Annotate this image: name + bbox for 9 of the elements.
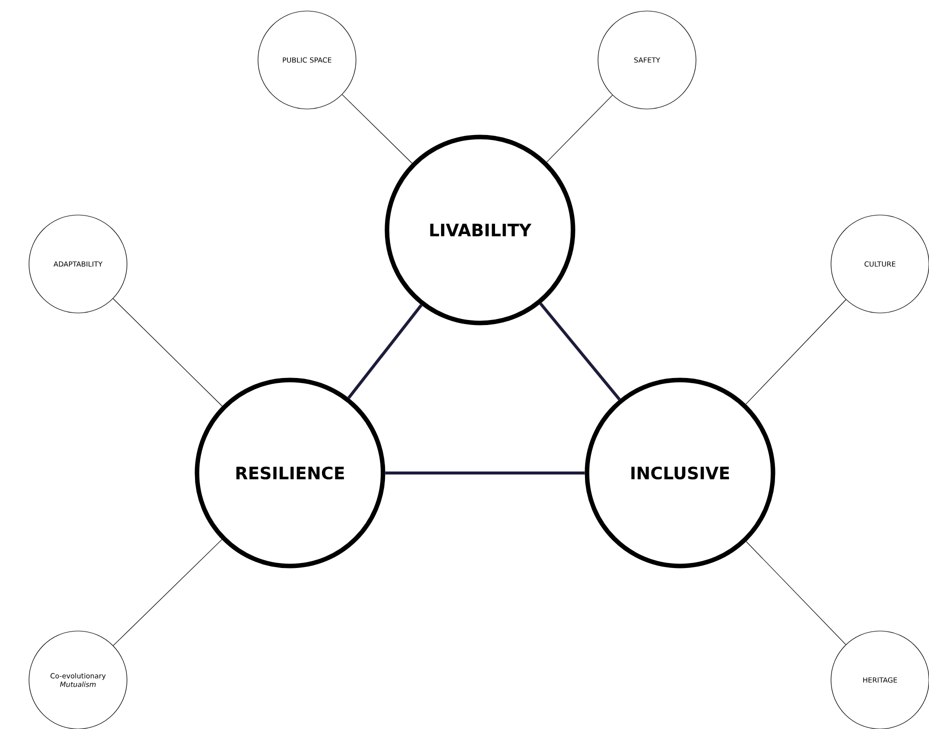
connector-line — [112, 539, 222, 646]
connector-line — [546, 94, 613, 162]
connector-line — [539, 302, 621, 400]
connector-line — [385, 472, 585, 474]
connector-line — [112, 298, 222, 406]
connector-line — [348, 304, 423, 399]
connector-line — [746, 541, 846, 645]
connector-line — [342, 94, 412, 164]
connector-line — [746, 299, 846, 404]
